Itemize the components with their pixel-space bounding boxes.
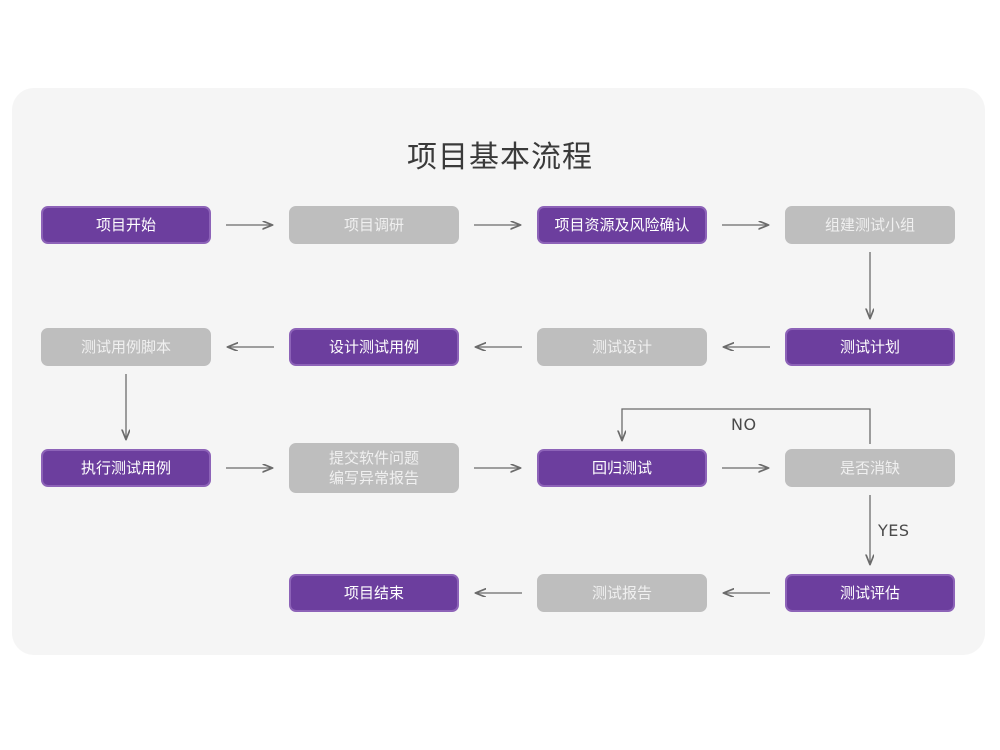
flow-node-n13[interactable]: 项目结束 <box>289 574 459 612</box>
flow-node-n15[interactable]: 测试评估 <box>785 574 955 612</box>
flow-node-n14[interactable]: 测试报告 <box>537 574 707 612</box>
page-title: 项目基本流程 <box>407 140 593 175</box>
flow-node-n3[interactable]: 项目资源及风险确认 <box>537 206 707 244</box>
flow-node-n8[interactable]: 测试计划 <box>785 328 955 366</box>
flow-node-n9[interactable]: 执行测试用例 <box>41 449 211 487</box>
flow-node-n1[interactable]: 项目开始 <box>41 206 211 244</box>
flow-node-n5[interactable]: 测试用例脚本 <box>41 328 211 366</box>
flow-node-n2[interactable]: 项目调研 <box>289 206 459 244</box>
flow-node-n10[interactable]: 提交软件问题 编写异常报告 <box>289 443 459 493</box>
flow-node-n6[interactable]: 设计测试用例 <box>289 328 459 366</box>
flow-node-n7[interactable]: 测试设计 <box>537 328 707 366</box>
flow-node-n4[interactable]: 组建测试小组 <box>785 206 955 244</box>
edge-label-no: NO <box>731 415 757 434</box>
flow-node-n12[interactable]: 是否消缺 <box>785 449 955 487</box>
flow-node-n11[interactable]: 回归测试 <box>537 449 707 487</box>
flowchart-card <box>12 88 985 655</box>
edge-label-yes: YES <box>878 521 910 540</box>
